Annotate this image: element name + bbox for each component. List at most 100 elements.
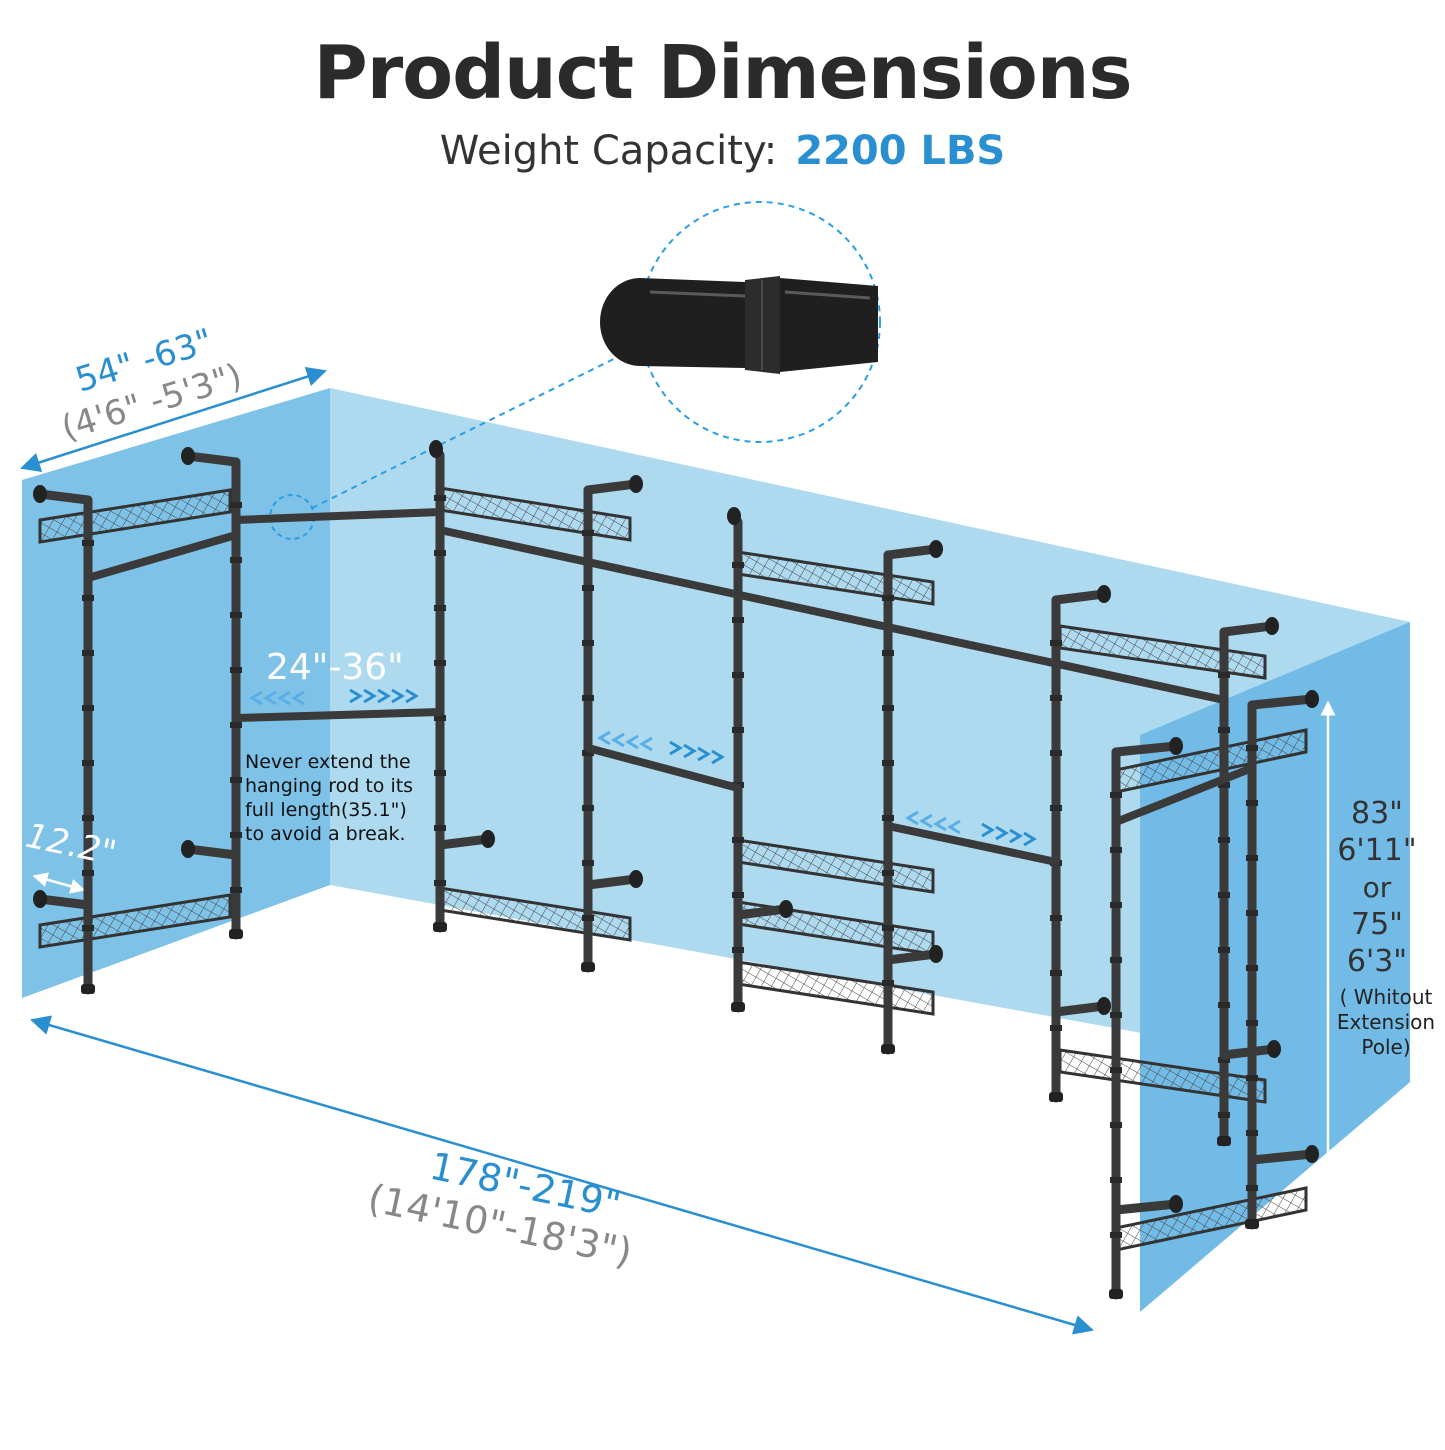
pole-foot bbox=[229, 929, 243, 939]
pole-joint bbox=[230, 887, 242, 893]
bracket-cap bbox=[33, 890, 47, 908]
pole-joint bbox=[732, 947, 744, 953]
pole-joint bbox=[434, 660, 446, 666]
pole-joint bbox=[882, 760, 894, 766]
pole-joint bbox=[1246, 1130, 1258, 1136]
rod-warning-line: to avoid a break. bbox=[245, 823, 406, 845]
pole-joint bbox=[1110, 1012, 1122, 1018]
hanging-rod bbox=[584, 744, 742, 792]
pole-joint bbox=[434, 770, 446, 776]
pole-joint bbox=[1246, 1075, 1258, 1081]
dimension-arrows bbox=[20, 366, 1336, 1335]
weight-capacity: Weight Capacity:2200 LBS bbox=[0, 128, 1445, 174]
pole-foot bbox=[731, 1002, 745, 1012]
pole-foot bbox=[81, 984, 95, 994]
pole-joint bbox=[230, 667, 242, 673]
pole-joint bbox=[582, 530, 594, 536]
bracket-arm bbox=[1219, 621, 1277, 637]
pole-joint bbox=[230, 502, 242, 508]
pole-joint bbox=[1246, 745, 1258, 751]
bracket-arm bbox=[1247, 694, 1317, 710]
bracket-cap bbox=[1305, 690, 1319, 708]
height-note: ( Whitout Extension Pole) bbox=[1330, 985, 1442, 1060]
bracket-arm bbox=[183, 844, 241, 860]
bracket-arm bbox=[35, 894, 93, 910]
pole-joint bbox=[882, 595, 894, 601]
height-inches-1: 83" bbox=[1351, 796, 1403, 831]
pole-foot bbox=[1245, 1219, 1259, 1229]
bracket-cap bbox=[1265, 617, 1279, 635]
pole-joint bbox=[1050, 805, 1062, 811]
pole-joint bbox=[434, 715, 446, 721]
bracket-cap bbox=[727, 507, 741, 525]
pole-joint bbox=[732, 727, 744, 733]
pole-joint bbox=[1110, 1232, 1122, 1238]
bracket-cap bbox=[33, 485, 47, 503]
bracket-cap bbox=[429, 440, 443, 458]
bracket-arm bbox=[883, 949, 941, 965]
pole-joint bbox=[732, 837, 744, 843]
pole-joint bbox=[1110, 902, 1122, 908]
pole-joint bbox=[1246, 1020, 1258, 1026]
hanging-rod bbox=[436, 526, 1228, 704]
bracket-arm bbox=[1111, 741, 1181, 757]
pole-joint bbox=[434, 550, 446, 556]
pole-foot bbox=[1109, 1289, 1123, 1299]
pole-joint bbox=[1218, 672, 1230, 678]
bracket-cap bbox=[1097, 585, 1111, 603]
bracket-cap bbox=[629, 475, 643, 493]
hanging-rod bbox=[232, 708, 444, 722]
pole-joint bbox=[882, 925, 894, 931]
pole-joint bbox=[882, 980, 894, 986]
pole-joint bbox=[82, 540, 94, 546]
page-title: Product Dimensions bbox=[313, 30, 1133, 116]
pole-foot bbox=[1217, 1136, 1231, 1146]
pole-foot bbox=[881, 1044, 895, 1054]
pole-joint bbox=[82, 705, 94, 711]
pole-joint bbox=[582, 640, 594, 646]
rod-range-label: 24"-36" bbox=[266, 647, 404, 688]
pole-joint bbox=[1110, 847, 1122, 853]
pole-joint bbox=[582, 695, 594, 701]
hanging-rod bbox=[84, 531, 240, 582]
pole-joint bbox=[82, 595, 94, 601]
pole-joint bbox=[1218, 947, 1230, 953]
pole-foot bbox=[433, 922, 447, 932]
hanging-rod bbox=[232, 508, 444, 524]
hanging-rod bbox=[884, 822, 1060, 866]
extend-chevrons bbox=[249, 688, 1037, 847]
bracket-cap bbox=[929, 540, 943, 558]
pole-joint bbox=[1246, 910, 1258, 916]
bracket-cap bbox=[929, 945, 943, 963]
bracket-arm bbox=[435, 834, 493, 850]
pole-joint bbox=[732, 892, 744, 898]
pole-joint bbox=[732, 672, 744, 678]
hanging-rod bbox=[1112, 764, 1256, 826]
pole-joint bbox=[1218, 782, 1230, 788]
pole-joint bbox=[1050, 695, 1062, 701]
bracket-arm bbox=[883, 544, 941, 560]
pole-joint bbox=[582, 805, 594, 811]
pole-joint bbox=[230, 612, 242, 618]
pole-joint bbox=[1110, 1177, 1122, 1183]
pole-joint bbox=[882, 870, 894, 876]
pole-joint bbox=[1050, 750, 1062, 756]
pole-joint bbox=[1110, 1067, 1122, 1073]
pole-joint bbox=[1246, 855, 1258, 861]
pole-joint bbox=[230, 777, 242, 783]
bracket-cap bbox=[1267, 1040, 1281, 1058]
bracket-arm bbox=[733, 904, 791, 920]
bracket-arm bbox=[1051, 1001, 1109, 1017]
height-note-line: Extension bbox=[1336, 1010, 1436, 1034]
pole-joint bbox=[230, 832, 242, 838]
bracket-cap bbox=[779, 900, 793, 918]
bracket-arm bbox=[1219, 1044, 1279, 1060]
bracket-cap bbox=[481, 830, 495, 848]
height-note-line: Pole) bbox=[1361, 1035, 1411, 1059]
weight-value: 2200 LBS bbox=[795, 128, 1006, 174]
rod-warning-line: Never extend the bbox=[245, 751, 411, 773]
pole-joint bbox=[1050, 1025, 1062, 1031]
pole-joint bbox=[434, 495, 446, 501]
pole-joint bbox=[1246, 1185, 1258, 1191]
